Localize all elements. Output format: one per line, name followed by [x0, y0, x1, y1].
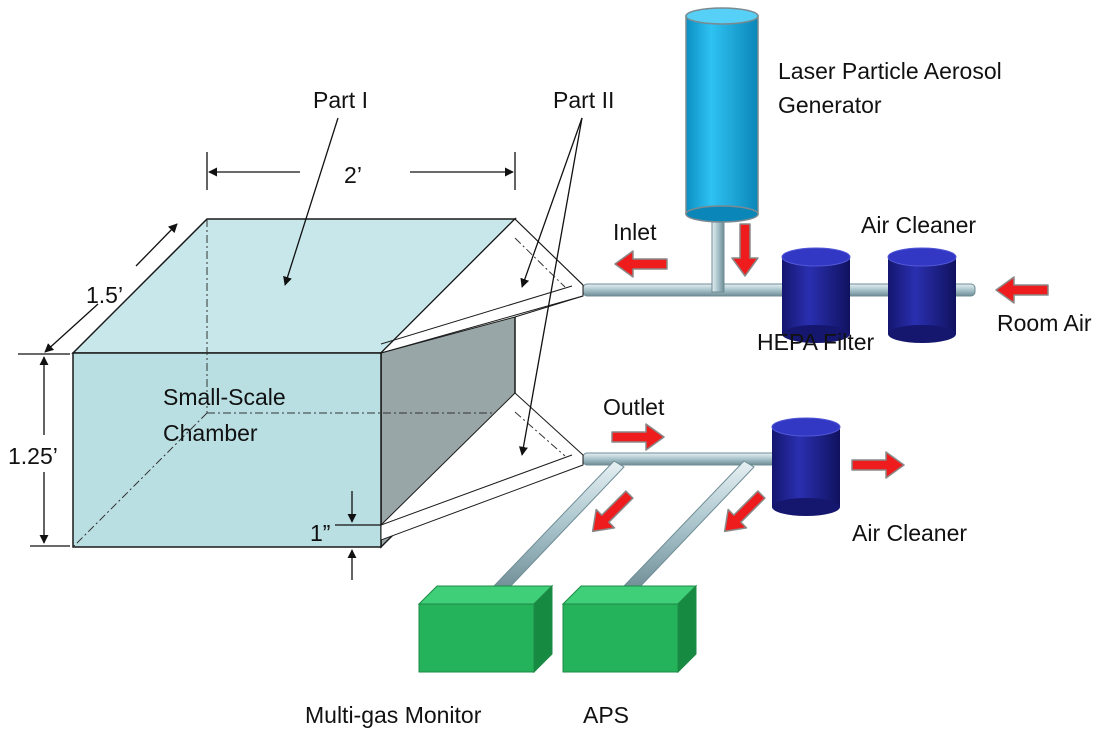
room-air-label: Room Air	[997, 310, 1092, 336]
flow-arrow-exhaust	[851, 451, 905, 479]
inlet-label: Inlet	[613, 219, 657, 245]
air-cleaner-top	[887, 247, 957, 343]
flow-arrows	[591, 223, 1049, 533]
chamber-front-face	[72, 352, 382, 548]
aps-label: APS	[583, 702, 629, 728]
part-one-label: Part I	[313, 87, 368, 113]
flow-arrow-generator-feed	[731, 223, 759, 277]
air-cleaner-top-label: Air Cleaner	[861, 212, 976, 238]
part-two-pointer-inlet	[520, 117, 583, 288]
part-two-label: Part II	[553, 87, 614, 113]
flow-arrow-room-air	[995, 276, 1049, 304]
chamber-label-line1: Small-Scale	[163, 384, 286, 410]
flow-arrow-to-monitor	[591, 490, 634, 533]
generator-label-line1: Laser Particle Aerosol	[778, 58, 1002, 84]
multigas-monitor	[417, 584, 554, 674]
gap-dimension	[335, 491, 381, 580]
gap-label: 1”	[310, 520, 330, 546]
flow-arrow-to-aps	[723, 490, 766, 533]
part-two-pointer-outlet	[518, 117, 583, 456]
generator-pipe	[711, 219, 725, 293]
aps-monitor	[561, 584, 698, 674]
chamber-label-line2: Chamber	[163, 420, 258, 446]
generator-cap	[685, 7, 759, 25]
height-dimension	[30, 356, 70, 547]
width-label: 2’	[344, 162, 362, 188]
depth-label: 1.5’	[86, 282, 123, 308]
generator-label-line2: Generator	[778, 92, 882, 118]
flow-arrow-inlet	[614, 250, 668, 278]
hepa-filter	[781, 247, 851, 343]
depth-dimension	[18, 223, 178, 355]
air-cleaner-bottom	[771, 417, 841, 516]
hepa-filter-label: HEPA Filter	[757, 329, 874, 355]
air-cleaner-bottom-label: Air Cleaner	[852, 520, 967, 546]
part-one-pointer	[283, 117, 339, 286]
outlet-label: Outlet	[603, 394, 665, 420]
outlet-transition	[380, 392, 584, 541]
flow-arrow-outlet	[611, 423, 665, 451]
chamber-hidden-edges	[72, 219, 515, 548]
aerosol-generator	[685, 7, 759, 223]
width-dimension	[206, 152, 516, 190]
height-label: 1.25’	[8, 443, 58, 469]
multigas-monitor-label: Multi-gas Monitor	[305, 702, 482, 728]
